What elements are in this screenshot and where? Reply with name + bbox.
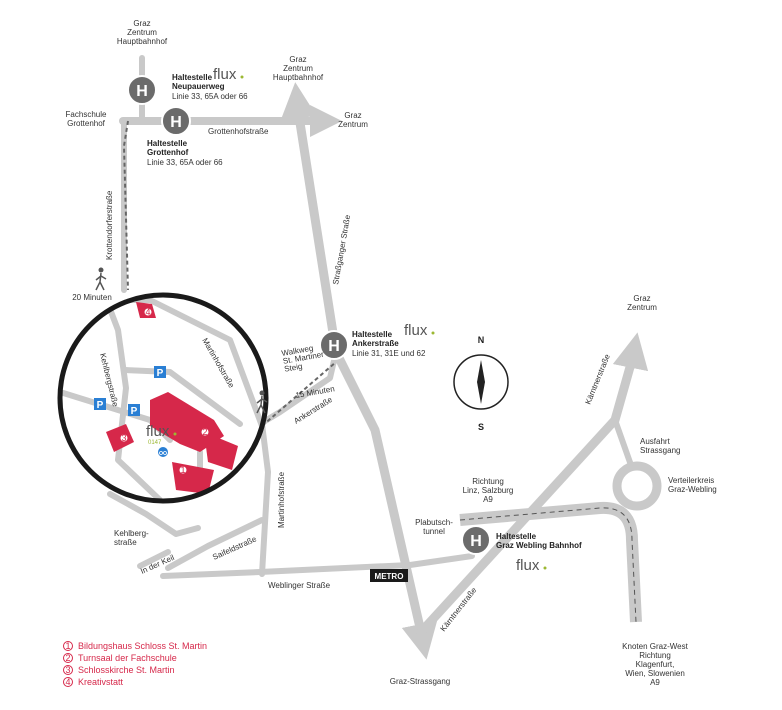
svg-text:H: H [170,114,182,131]
walker-icon [95,267,107,291]
compass-icon [453,354,509,410]
parking-icon [94,398,106,410]
bicycle-icon [158,447,168,457]
stop-label-ankerstrasse-lines: Linie 31, 31E und 62 [352,349,426,358]
detail-area [57,292,269,504]
svg-text:1: 1 [65,641,70,651]
bus-stop-neupauerweg: H [127,75,157,105]
svg-text:3: 3 [121,433,126,443]
metro-badge [370,569,408,582]
svg-text:2: 2 [202,427,207,437]
walking-paths [122,120,337,427]
legend-item: 4 Kreativstatt [63,677,124,687]
svg-text:P: P [97,400,104,411]
svg-text:3: 3 [65,665,70,675]
svg-text:4: 4 [65,677,70,687]
flux-logo: flux [213,66,237,83]
metro-label: METRO [375,572,404,581]
svg-text:2: 2 [65,653,70,663]
arrow-graz-zentrum-mid [280,82,317,120]
street-label-martinhofstrasse-lower: Martinhofstraße [277,471,286,528]
svg-text:Kreativstatt: Kreativstatt [78,677,124,687]
marker-4 [143,307,153,317]
marker-2 [200,427,210,437]
legend-item: 2 Turnsaal der Fachschule [63,653,177,663]
flux-logo: flux [404,322,428,339]
bus-stop-ankerstrasse: H [319,330,349,360]
flux-logo: flux [146,423,170,440]
parking-icon [128,404,140,416]
svg-text:Bildungshaus Schloss St. Marti: Bildungshaus Schloss St. Martin [78,641,207,651]
verteilerkreis-roundabout [612,461,662,511]
arrow-graz-zentrum-ne [612,332,649,372]
weblinger-strasse-road [160,553,475,579]
building-markers: 1 2 3 4 [119,307,210,475]
dest-plabutsch: Plabutsch-tunnel [415,518,453,536]
martinhofstrasse-lower-road [259,421,271,577]
marker-1 [178,465,188,475]
street-label-kaernerstrasse-ne: Kärntnerstraße [584,352,613,405]
legend-item: 3 Schlosskirche St. Martin [63,665,175,675]
dest-graz-strassgang: Graz-Strassgang [390,677,450,686]
compass-south: S [478,422,484,432]
parking-icon [154,366,166,378]
flux-logos: flux flux flux flux 0147 [146,66,547,574]
detail-circle-border [57,292,269,504]
svg-text:P: P [157,368,164,379]
flux-code: 0147 [148,440,162,446]
compass-north: N [478,335,485,345]
kehlbergstrasse-road [107,491,201,537]
walk-time-krottendorfer: 20 Minuten [72,293,112,302]
street-label-grottenhofstrasse: Grottenhofstraße [208,127,269,136]
svg-text:Turnsaal der Fachschule: Turnsaal der Fachschule [78,653,177,663]
flux-logo: flux [516,557,540,574]
road-network [107,55,662,660]
svg-text:P: P [131,406,138,417]
svg-text:4: 4 [145,307,150,317]
svg-text:Schlosskirche St. Martin: Schlosskirche St. Martin [78,665,175,675]
bus-stop-webling: H [461,525,491,555]
strassganger-strasse-road [293,105,426,637]
svg-text:H: H [136,83,148,100]
svg-text:H: H [470,533,482,550]
legend-item: 1 Bildungshaus Schloss St. Martin [63,641,207,651]
street-label-krottendorferstrasse: Krottendorferstraße [105,190,114,260]
kaerntnerstrasse-road [416,355,637,637]
stop-label-grottenhof-lines: Linie 33, 65A oder 66 [147,158,223,167]
bus-stop-grottenhof: H [161,106,191,136]
street-label-strassganger: Straßganger Straße [331,214,352,286]
marker-3 [119,433,129,443]
legend: 1 Bildungshaus Schloss St. Martin 2 Turn… [63,641,207,687]
walker-icon [256,390,268,414]
stop-label-neupauerweg-lines: Linie 33, 65A oder 66 [172,92,248,101]
saifeldstrasse-road [165,517,265,571]
svg-text:H: H [328,338,340,355]
parking-signs: P P P [94,366,166,417]
svg-text:1: 1 [180,465,185,475]
street-label-kehlbergstrasse: Kehlberg-straße [114,529,149,547]
in-der-keil-road [137,549,171,569]
street-label-weblinger: Weblinger Straße [268,581,331,590]
